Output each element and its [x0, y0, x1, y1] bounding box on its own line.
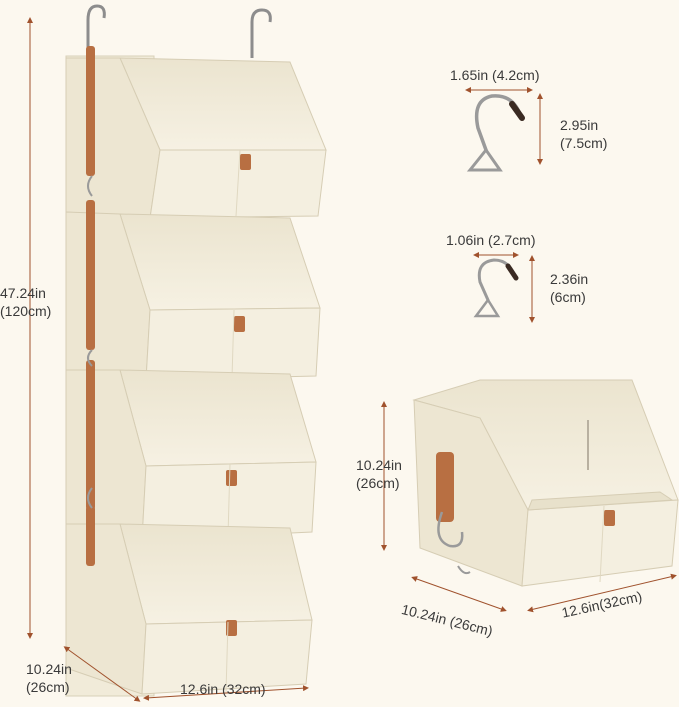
- organizer-tier-3: [65, 369, 317, 541]
- hook-small-icon: [473, 258, 519, 318]
- hook-small-height-label: 2.36in (6cm): [550, 270, 588, 306]
- hook-small-height-cm: (6cm): [550, 289, 586, 305]
- total-height-label: 47.24in (120cm): [0, 284, 51, 320]
- bin-height-label: 10.24in (26cm): [356, 456, 402, 492]
- connector-hook-icon: [87, 175, 93, 197]
- organizer-depth-cm: (26cm): [26, 679, 70, 695]
- bin-height-cm: (26cm): [356, 475, 400, 491]
- hook-small-width-label: 1.06in (2.7cm): [446, 232, 536, 248]
- hook-icon: [250, 8, 272, 58]
- organizer-tier-2: [65, 211, 321, 381]
- total-height-in: 47.24in: [0, 285, 46, 301]
- width-dimension-line: [143, 685, 309, 701]
- organizer-tier-4: [65, 523, 313, 695]
- bin-width-line: [527, 573, 677, 613]
- dimension-lines: [27, 17, 677, 702]
- connector-hook-icon: [87, 349, 93, 367]
- hook-icon: [86, 4, 106, 58]
- hook-large-width-label: 1.65in (4.2cm): [450, 67, 540, 83]
- bin-depth-line: [411, 576, 507, 612]
- single-bin: [412, 379, 679, 587]
- hook-large-height-label: 2.95in (7.5cm): [560, 116, 607, 152]
- hook-small-height-in: 2.36in: [550, 271, 589, 287]
- hook-large-icon: [466, 94, 525, 172]
- depth-dimension-line: [63, 646, 141, 702]
- connector-hook-icon: [87, 487, 93, 509]
- bin-height-in: 10.24in: [356, 457, 402, 473]
- hook-large-height-cm: (7.5cm): [560, 135, 608, 151]
- hook-large-height-in: 2.95in: [560, 117, 599, 133]
- organizer-tier-1: [65, 57, 327, 219]
- organizer-depth-in: 10.24in: [26, 661, 72, 677]
- hanging-organizer: [65, 4, 327, 697]
- organizer-width-label: 12.6in (32cm): [180, 681, 266, 697]
- organizer-depth-label: 10.24in (26cm): [26, 660, 72, 696]
- total-height-cm: (120cm): [0, 303, 52, 319]
- leather-strap: [86, 46, 95, 566]
- bin-hook-icon: [437, 511, 464, 548]
